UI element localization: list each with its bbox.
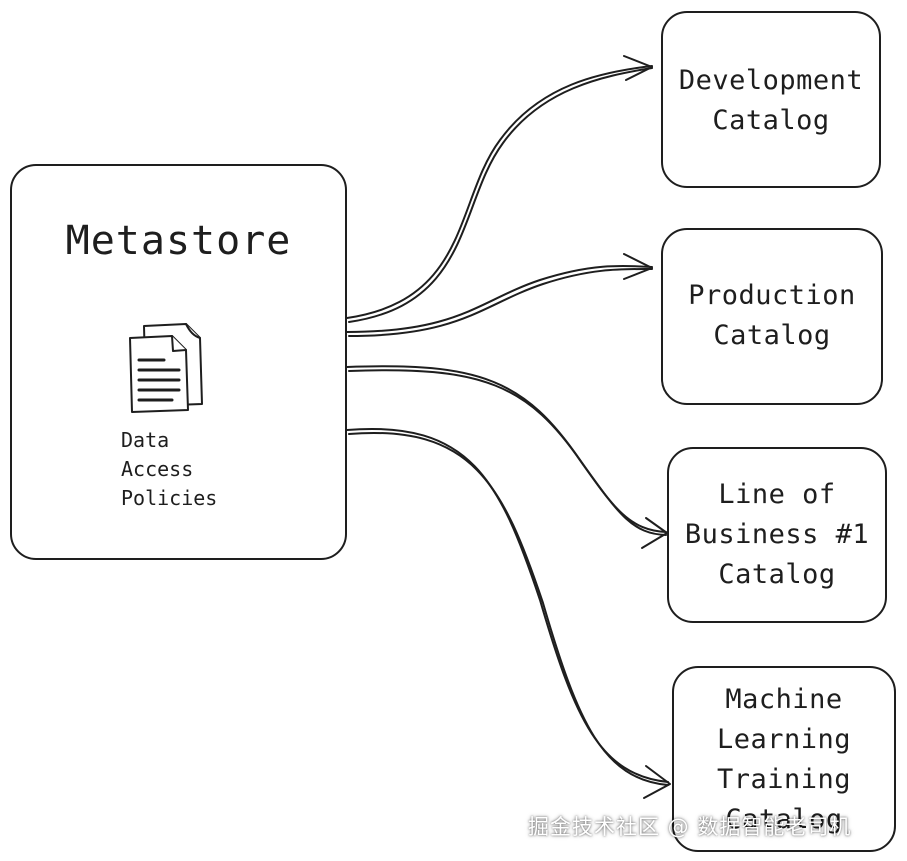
catalog-label-line: Line of [718, 479, 836, 510]
development-catalog-box: Development Catalog [661, 11, 881, 188]
metastore-box: Metastore Data Access Policies [10, 164, 347, 560]
catalog-label-line: Development [678, 65, 864, 96]
ml-training-catalog-box: Machine Learning Training Catalog [672, 666, 896, 852]
catalog-label-line: Catalog [725, 804, 843, 835]
catalog-label-line: Catalog [712, 105, 830, 136]
catalog-label-line: Production [688, 280, 856, 311]
production-catalog-box: Production Catalog [661, 228, 883, 405]
arrow-to-ml-catalog [346, 427, 671, 799]
arrow-to-production-catalog [346, 253, 653, 337]
lob-catalog-box: Line of Business #1 Catalog [667, 447, 887, 623]
catalog-label-line: Machine [725, 684, 843, 715]
catalog-label-line: Training [716, 764, 852, 795]
arrow-to-development-catalog [346, 55, 653, 323]
watermark: 掘金技术社区 @ 数据智能老司机 [528, 815, 852, 839]
arrow-to-lob-catalog [346, 365, 668, 549]
document-icon [129, 323, 203, 413]
catalog-label-line: Catalog [718, 559, 836, 590]
catalog-label-line: Catalog [713, 320, 831, 351]
catalog-label-line: Learning [716, 724, 852, 755]
policy-label-line: Policies [121, 486, 218, 510]
policy-label-line: Data [121, 428, 170, 452]
policy-label: Data Access Policies [121, 426, 217, 513]
metastore-title: Metastore [65, 218, 292, 264]
catalog-label-line: Business #1 [684, 519, 870, 550]
policy-label-line: Access [121, 457, 194, 481]
